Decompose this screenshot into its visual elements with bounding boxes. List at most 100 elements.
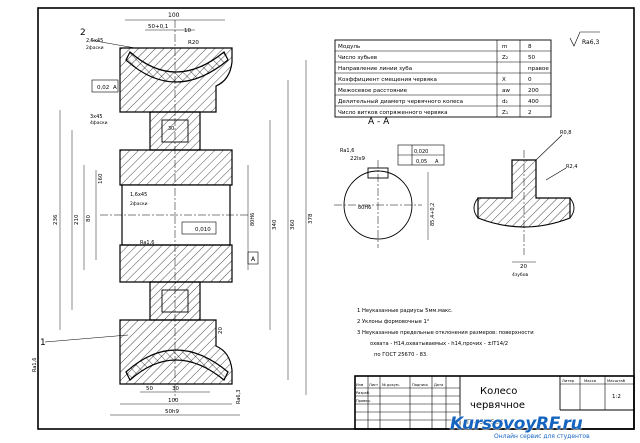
title-block: Изм Лист № докум. Подпись Дата Разраб. П… [354,375,635,430]
dim-10: 10 [184,28,191,34]
tooth-band-top [125,51,229,83]
rough-bottom: Ra6,3 [236,390,242,404]
dim-r20: R20 [188,40,199,46]
dim-chamfer-top-sub: 2фаски [86,45,104,51]
param-value: 0 [528,77,532,83]
tb-scale-value: 1:2 [612,394,621,400]
tb-col-scale: Масштаб [607,378,626,383]
param-value: правое [528,66,549,72]
tb-col-mass: Масса [584,378,596,383]
sec-roughness: Ra1,6 [340,148,354,154]
watermark-tagline: Онлайн сервис для студентов [494,433,590,440]
dim-chamfer-mid: 3x45 [90,114,103,120]
tb-head-doc: № докум. [382,383,400,387]
tb-head-izm: Изм [356,383,364,387]
dim-chamfer-top: 2,5x45 [86,38,103,44]
note-line: охвата - Н14,охватываемых - h14,прочих -… [370,341,508,347]
dim-210: 210 [74,214,80,225]
param-value: 50 [528,55,536,61]
note-line: 2 Уклоны формовочные 1° [357,319,430,325]
dim-30-top: 30 [168,126,174,132]
watermark: KursovoyRF.ru Онлайн сервис для студенто… [450,414,638,443]
section-title: А - А [368,117,390,127]
leader-2-line [89,39,136,49]
dim-30-bottom: 30 [172,386,179,392]
param-name: Межосевое расстояние [338,88,408,94]
note-line: 1 Неуказанные радиусы 5мм.макс. [357,308,453,314]
hub-top [119,149,233,186]
param-value: 200 [528,88,539,94]
sec-tol-2: 0,05 [416,159,427,165]
dim-80h6: 80Н6 [250,213,256,226]
note-line: по ГОСТ 25670 - 83. [374,352,428,358]
tb-role-dev: Разраб. [356,391,370,395]
datum-a: А [251,256,256,263]
roughness-symbol [569,31,600,47]
param-name: Модуль [338,44,360,50]
dim-chamfer-mid-sub: 4фаски [90,120,108,126]
dim-chamfer-bore: 1,6x45 [130,192,147,198]
dim-50: 50+0,1 [148,24,168,30]
dim-50-bottom: 50 [146,386,153,392]
tb-col-lit: Литер [562,378,575,383]
param-symbol: X [502,77,506,83]
tol-flatness-ref: А [113,85,117,91]
dim-378: 378 [308,213,314,224]
main-section-view: 100 50+0,1 10 R20 2,5x45 2фаски 2 0,02 А… [32,12,314,416]
tooth-band-bottom [125,349,229,381]
param-value: 8 [528,44,532,50]
tooth-profile-detail: R0,8 R2,4 20 4зубов [473,130,577,278]
part-name-line1: Колесо [480,386,517,397]
dim-50h9: 50h9 [165,409,179,415]
dim-340: 340 [272,219,278,230]
dim-hub-20: 20 [218,327,224,334]
section-a-a: Ra1,6 22Is9 0,020 0,05 А 80Н6 85,4+0,2 [334,144,445,248]
doc-code: ТТ-05115ОС [465,419,504,426]
rough-bore: Ra1,6 [140,240,154,246]
param-symbol: aw [502,88,510,94]
tooth-r24: R2,4 [566,164,577,170]
part-name-line2: червячное [470,400,525,411]
tooth-r08: R0,8 [560,130,571,136]
param-symbol: Z₂ [502,55,508,61]
dim-160: 160 [98,173,104,184]
param-name: Коэффициент смещения червяка [338,77,437,83]
tooth-20: 20 [520,264,527,270]
sheet-frame [37,7,635,430]
general-roughness: Ra6,3 [582,39,599,46]
technical-notes: 1 Неуказанные радиусы 5мм.макс. 2 Уклоны … [357,308,534,358]
param-name: Число витков сопряженного червяка [338,110,448,116]
param-symbol: Z₁ [502,110,508,116]
rough-left: Ra1,6 [32,358,38,372]
tb-head-sign: Подпись [412,383,428,387]
watermark-logo: KursovoyRF.ru [450,414,583,434]
note-line: 3 Неуказанные предельные отклонения разм… [357,330,534,336]
sec-tol-1: 0,020 [414,149,428,155]
dim-100: 100 [168,12,180,19]
tb-role-check: Провер. [356,399,371,403]
param-name: Направление линии зуба [338,66,412,72]
dim-236: 236 [53,214,59,225]
tb-head-date: Дата [434,383,443,387]
leader-1-line [44,334,129,343]
param-value: 400 [528,99,539,105]
param-name: Число зубьев [338,55,377,61]
tb-head-list: Лист [369,383,378,387]
param-symbol: m [502,44,507,50]
dim-chamfer-bore-sub: 2фаски [130,201,148,207]
dim-80: 80 [86,215,92,222]
param-value: 2 [528,110,532,116]
tol-runout: 0,010 [195,227,211,233]
tol-flatness: 0,02 [97,85,109,91]
web-top [149,111,201,151]
sec-keyway: 22Is9 [350,156,365,162]
leader-label-1: 1 [40,338,46,348]
param-name: Делительный диаметр червячного колеса [338,98,463,105]
sec-tol-a: А [435,159,439,165]
hub-bottom [119,244,233,283]
dim-360: 360 [290,219,296,230]
sec-depth: 85,4+0,2 [430,203,436,226]
